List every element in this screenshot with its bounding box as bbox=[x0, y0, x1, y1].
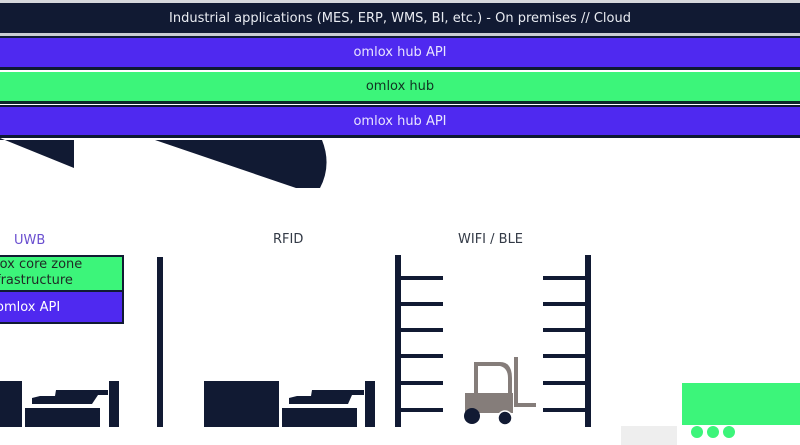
floor-block bbox=[621, 426, 677, 445]
layer-label: omlox hub API bbox=[353, 45, 447, 60]
layer-label: Industrial applications (MES, ERP, WMS, … bbox=[169, 10, 631, 26]
omlox-api-label: omlox API bbox=[0, 299, 61, 315]
omlox-api-box: omlox API bbox=[0, 290, 124, 324]
top-strip bbox=[0, 0, 800, 3]
core-zone-line-2: frastructure bbox=[0, 273, 73, 288]
layer-omlox-hub-api-bottom: omlox hub API bbox=[0, 105, 800, 138]
ceiling-lamp-icon bbox=[0, 138, 327, 188]
core-zone-line-1: lox core zone bbox=[0, 257, 83, 272]
truck-icon bbox=[682, 383, 800, 438]
machine-icon bbox=[0, 381, 119, 427]
shelf-rack-icon bbox=[543, 255, 591, 427]
machine-icon bbox=[204, 381, 375, 427]
layer-industrial-applications: Industrial applications (MES, ERP, WMS, … bbox=[0, 3, 800, 36]
layer-label: omlox hub bbox=[365, 79, 435, 94]
shelf-rack-icon bbox=[395, 255, 443, 427]
forklift-icon bbox=[464, 357, 536, 426]
tech-label-rfid: RFID bbox=[273, 232, 304, 247]
layer-omlox-hub: omlox hub bbox=[0, 72, 800, 104]
zone-divider bbox=[157, 257, 163, 427]
layer-label: omlox hub API bbox=[353, 113, 447, 129]
tech-label-wifi-ble: WIFI / BLE bbox=[458, 232, 524, 247]
tech-label-uwb: UWB bbox=[14, 233, 46, 248]
layer-omlox-hub-api-top: omlox hub API bbox=[0, 36, 800, 70]
omlox-core-zone-box: lox core zone frastructure bbox=[0, 255, 124, 291]
